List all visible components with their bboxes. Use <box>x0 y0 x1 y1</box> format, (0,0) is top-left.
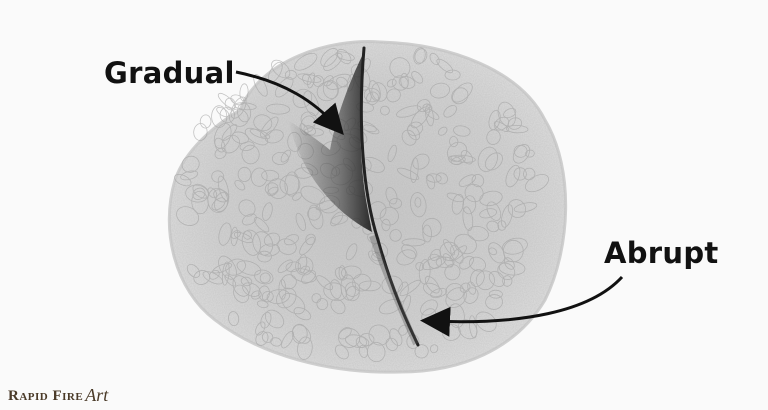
gradual-label: Gradual <box>104 56 235 90</box>
brand-name: Rapid Fire <box>8 388 84 404</box>
abrupt-edge-line <box>359 46 420 347</box>
abrupt-label: Abrupt <box>604 236 719 270</box>
gradual-arrow <box>235 70 344 136</box>
gradual-edge-shadow <box>288 52 372 232</box>
abrupt-arrow <box>420 275 624 337</box>
brand-logo: Rapid Fire Art <box>8 378 108 404</box>
brand-mark: Art <box>85 385 109 405</box>
